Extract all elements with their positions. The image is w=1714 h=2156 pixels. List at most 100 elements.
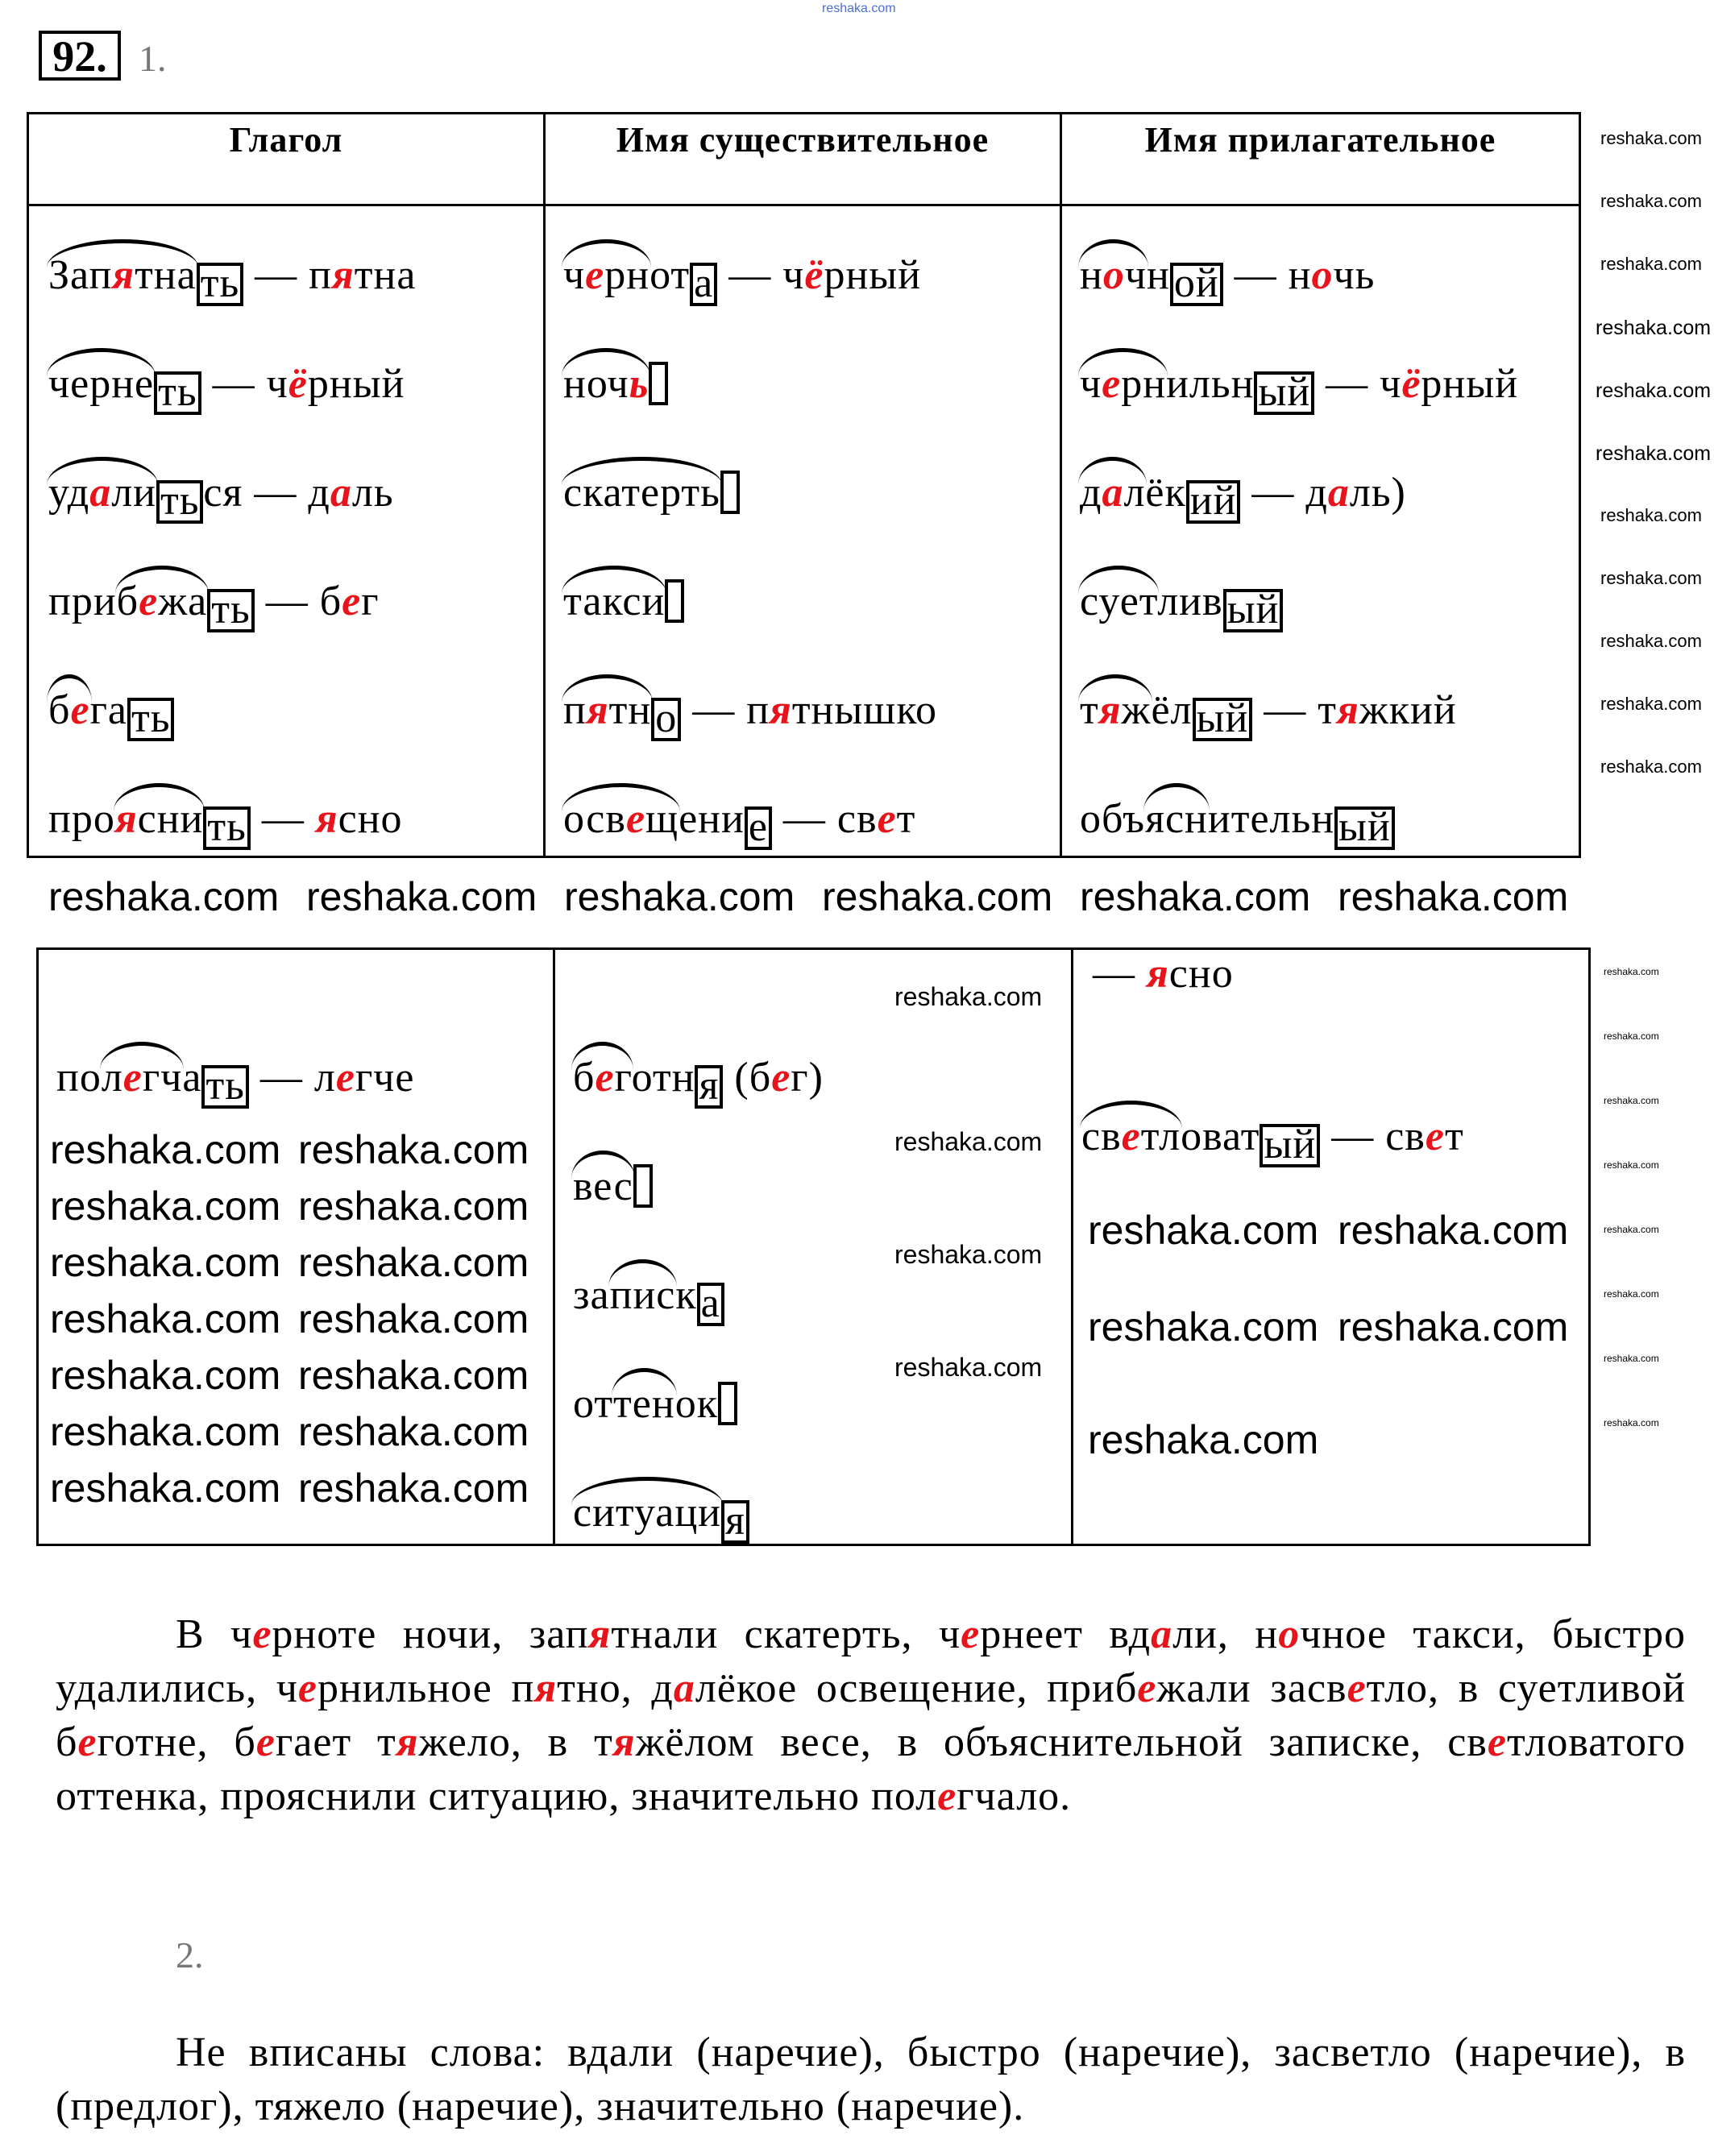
part-2-label: 2. (176, 1934, 204, 1976)
word-part: н (1288, 252, 1312, 298)
word-part: ж (1121, 687, 1152, 733)
word-part: тл (1140, 1113, 1181, 1159)
watermark: reshaka.com (50, 1127, 281, 1172)
word: ночной (1080, 252, 1223, 306)
watermark: reshaka.com (1600, 505, 1702, 525)
word-entry: удалиться—даль (48, 469, 543, 578)
text-run: готне, б (97, 1719, 256, 1765)
watermark: reshaka.com (50, 1466, 281, 1511)
dash: — (212, 361, 255, 407)
watermark: reshaka.com (1604, 1030, 1659, 1042)
word-entry: такси (563, 578, 1060, 686)
root-arc-mark: такси (563, 578, 665, 624)
word: тяжёлый (1080, 687, 1253, 741)
text-run: тнали скатерть, ч (611, 1611, 961, 1657)
word-part: ся (203, 470, 243, 516)
related-word: ночь (1289, 252, 1376, 298)
part-1-label: 1. (139, 38, 167, 79)
word: полегчать (56, 1055, 249, 1109)
word-part: черне (48, 361, 155, 407)
watermark: reshaka.com (1600, 694, 1702, 714)
watermark: reshaka.com (1604, 1417, 1659, 1428)
word: прояснить (48, 796, 251, 850)
text-run: гает т (275, 1719, 396, 1765)
word: суетливый (1080, 578, 1284, 632)
word-entry: прибежать—бег (48, 578, 543, 686)
word-part: ок (674, 1381, 718, 1427)
highlighted-letter: я (534, 1665, 558, 1711)
root-arc-mark: бежа (117, 578, 208, 624)
highlighted-letter: ё (288, 361, 308, 407)
word-part: тн (608, 687, 652, 733)
word-part: ч (1380, 361, 1402, 407)
dash: — (259, 1055, 303, 1101)
watermark: reshaka.com (1088, 1417, 1319, 1462)
root-arc-mark: черне (48, 361, 154, 407)
ending-box: а (696, 1283, 724, 1326)
word-part: гч (142, 1055, 183, 1101)
watermark: reshaka.com (1088, 1208, 1319, 1253)
watermark: reshaka.com (1604, 966, 1659, 977)
watermark: reshaka.com (894, 1353, 1043, 1382)
site-link[interactable]: reshaka.com (822, 2, 896, 15)
word-part: пис (609, 1272, 676, 1318)
ending-box: ий (1185, 480, 1241, 524)
highlighted-letter: е (1347, 1665, 1367, 1711)
word-part: д (308, 470, 330, 516)
watermark: reshaka.com (50, 1184, 281, 1229)
related-word: пятнышко (746, 687, 937, 733)
highlighted-letter: е (77, 1719, 98, 1765)
word-part: рный (824, 252, 922, 298)
ending-box: ый (1222, 589, 1284, 632)
highlighted-letter: о (1102, 252, 1125, 298)
word-part: а (182, 1055, 202, 1101)
highlighted-letter: а (1327, 470, 1350, 516)
ending-box: ой (1169, 263, 1223, 306)
dash: — (1326, 361, 1369, 407)
word: беготня (бег) (573, 1055, 824, 1109)
root-arc-mark: скатерть (563, 470, 720, 516)
ending-box (649, 362, 669, 405)
word-part: ительн (1207, 796, 1335, 842)
word-part: л (101, 1055, 123, 1101)
root-arc-mark: освещ (563, 796, 679, 842)
word-part: за (573, 1272, 610, 1318)
word-part: оват (1181, 1113, 1260, 1159)
dash: — (1234, 252, 1277, 298)
word-part: ситуаци (573, 1490, 721, 1536)
word-part: сно (1168, 951, 1234, 997)
word-part: п (746, 687, 770, 733)
related-word: свет (837, 796, 915, 842)
word-part: к (675, 1272, 697, 1318)
ending-box: ть (196, 263, 244, 306)
word-part: сно (338, 796, 403, 842)
word: светловатый (1081, 1113, 1321, 1167)
watermark: reshaka.com (1596, 379, 1712, 402)
watermark: reshaka.com (306, 874, 537, 919)
word-part: от (649, 252, 691, 298)
root-arc-mark: черн (563, 252, 649, 298)
highlighted-letter: я (112, 252, 135, 298)
ending-box (633, 1164, 653, 1208)
watermark: reshaka.com (1600, 191, 1702, 211)
word-entry: Запятнать—пятна (48, 251, 543, 360)
word-entry: ночной— ночь (1080, 251, 1579, 360)
word: ночь (563, 361, 669, 407)
related-word: ясно (316, 796, 403, 842)
watermark: reshaka.com (1596, 317, 1712, 339)
related-word: чёрный (782, 252, 921, 298)
word-entry: ночь (563, 360, 1060, 469)
word-part: сни (137, 796, 204, 842)
word-part: т (1080, 687, 1099, 733)
word-entry: ситуация (573, 1489, 1071, 1598)
root-arc-mark: ясн (1145, 796, 1208, 842)
text-run: жали засв (1156, 1665, 1347, 1711)
word-part: уд (48, 470, 90, 516)
root-arc-mark: ясни (115, 796, 204, 842)
word-part: тен (613, 1381, 675, 1427)
word-part: Зап (48, 252, 113, 298)
word-part: т (896, 796, 916, 842)
text-run: тловатого оттенка, прояснили ситуацию, з… (56, 1719, 1687, 1819)
